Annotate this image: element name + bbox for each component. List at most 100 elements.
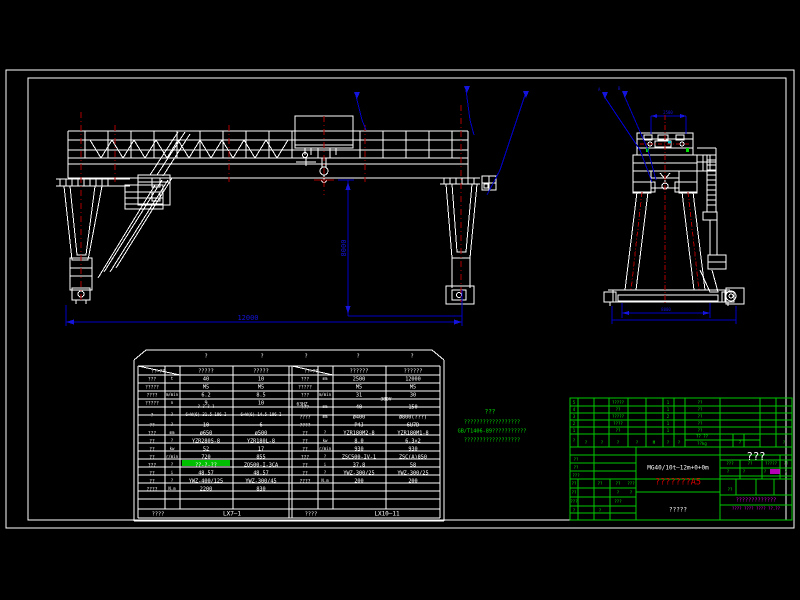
sign-row-b-3: ? <box>599 508 602 513</box>
left-row-label-13: ???? <box>146 487 157 493</box>
bom-row-qty-3: 1 <box>667 421 670 426</box>
right-cell-3: ?? <box>784 461 789 466</box>
left-row-label-10: ??? <box>148 463 157 469</box>
balloon-label-b: B <box>618 86 621 91</box>
left-row-unit-6: mm <box>170 430 175 435</box>
left-row-label-12: ?? <box>149 479 155 485</box>
right-row-unit-2: m/min <box>319 392 332 397</box>
right-row-unit-4: mm <box>323 414 328 419</box>
left-row-c1-10: ??-?-?? <box>195 463 217 469</box>
notes-title: ??? <box>485 409 496 416</box>
scale-label-text: ????? <box>669 507 687 514</box>
span-dimension-group <box>65 290 463 326</box>
balloon-leaders <box>354 86 529 196</box>
bom-row-mat-3: ?? <box>698 421 703 426</box>
left-row-c2-13: 830 <box>256 487 265 493</box>
right-cell-7: ? <box>785 469 788 474</box>
left-row-c2-3: 10 <box>258 401 264 407</box>
left-row-label-6: ??? <box>148 431 157 437</box>
left-row-c2-9: 855 <box>256 455 265 461</box>
right-footer-value: LX10—11 <box>374 511 400 518</box>
right-row-label-4: ???? <box>299 415 310 421</box>
left-col-head-1: ????? <box>198 369 214 375</box>
right-row-label-9: ??? <box>301 455 310 461</box>
left-row-label-9: ?? <box>149 455 155 461</box>
left-row-c1-7: YZR280S-8 <box>192 439 220 445</box>
drawing-border <box>5 69 795 529</box>
end-balloon-leaders <box>602 91 657 183</box>
left-row-label-8: ?? <box>149 447 155 453</box>
left-row-c1-6: ø650 <box>200 431 213 437</box>
sign-head-a: ?? <box>574 457 579 462</box>
right-col-head-0: ??—?? <box>304 369 318 375</box>
right-row-c2-8: 930 <box>408 447 417 453</box>
bom-row-qty-0: 1 <box>667 400 670 405</box>
walkway-railing-posts <box>84 131 453 158</box>
left-row-unit-10: ? <box>171 462 174 467</box>
left-footer-label: ???? <box>152 512 165 518</box>
right-row-c2-2: 30 <box>410 393 416 399</box>
right-row-unit-11: ? <box>324 470 327 475</box>
bom-row-desc-0: ????? <box>612 400 625 405</box>
right-row-unit-9: ? <box>324 454 327 459</box>
spec-table[interactable] <box>133 349 445 522</box>
left-span-head-4: ? ? ? ? <box>198 404 215 409</box>
bom-rows: 5?????1??4??1??3?????2??2????1??1??1?? <box>573 400 703 433</box>
voltage-hz-note: 63HZ <box>296 402 307 408</box>
signature-rows: ???????????????????????????? <box>570 457 635 513</box>
sign-row-a-3: ? <box>573 508 576 513</box>
notes-line-2: GB/T1406-89??????????? <box>458 429 527 435</box>
table-head-mark-3: ? <box>304 354 307 360</box>
left-row-label-11: ?? <box>149 471 155 477</box>
left-row-label-2: ???? <box>146 393 157 399</box>
sign-row-d-1: ? <box>630 490 633 495</box>
right-row-unit-8: r/min <box>319 446 332 451</box>
right-row-c1-9: ZSC500-IV-1 <box>342 455 376 461</box>
left-row-c2-2: 8.5 <box>256 393 265 399</box>
table-head-mark-4: ? <box>356 354 359 360</box>
title-block[interactable] <box>569 397 793 521</box>
right-row-c1-2: 31 <box>356 393 362 399</box>
right-row-c2-9: ZSC(A)850 <box>399 455 427 461</box>
bom-row-no-4: 1 <box>573 428 576 433</box>
left-row-label-5: ?? <box>149 423 155 429</box>
right-row-c1-11: YWZ-300/25 <box>343 471 374 477</box>
bom-row-no-3: 2 <box>573 421 576 426</box>
right-small-cells: ?????????????????? <box>726 461 789 492</box>
left-col-head-2: ????? <box>253 369 269 375</box>
bom-row-mat-2: ?? <box>698 414 703 419</box>
crane-model-sub-text: ???????A5 <box>655 478 701 488</box>
right-row-label-12: ???? <box>299 479 310 485</box>
sign-row-c-0: ?? <box>616 481 621 486</box>
right-footer-label: ???? <box>305 512 318 518</box>
left-row-c2-8: 17 <box>258 447 264 453</box>
right-col-head-2: ?????? <box>404 369 423 375</box>
right-row-c2-12: 200 <box>408 479 417 485</box>
left-row-unit-9: r/min <box>166 454 179 459</box>
bom-head-x: ? <box>667 440 670 445</box>
bom-row-mat-4: ?? <box>698 428 703 433</box>
end-elevation-view[interactable] <box>602 91 745 324</box>
bom-row-desc-4: ?? <box>616 428 621 433</box>
sign-head-c: ??? <box>572 473 580 478</box>
right-col-head-1: ?????? <box>350 369 369 375</box>
right-row-c2-7: 6.3×2 <box>405 439 421 445</box>
right-row-c1-7: 8.0 <box>354 439 363 445</box>
right-cell-1: ?? <box>748 461 753 466</box>
left-col-head-0: ??—?? <box>151 369 165 375</box>
sign-head-b: ?? <box>574 465 579 470</box>
left-row-c2-6: ø500 <box>255 431 268 437</box>
end-base-beam <box>603 115 745 306</box>
right-cell-0: ??? <box>726 461 734 466</box>
right-row-label-8: ?? <box>302 447 308 453</box>
right-row-c2-4: ø800(???) <box>399 415 427 421</box>
bom-row-qty-2: 2 <box>667 414 670 419</box>
bom-head-code: ? <box>585 440 588 445</box>
right-row-unit-10: i <box>324 462 327 467</box>
left-row-c2-1: M5 <box>258 385 264 391</box>
left-row-c1-11: 48.57 <box>198 471 214 477</box>
right-row-c2-10: 58 <box>410 463 416 469</box>
right-row-c2-6: YZR180M1-8 <box>397 431 428 437</box>
front-elevation-view[interactable] <box>56 86 529 326</box>
